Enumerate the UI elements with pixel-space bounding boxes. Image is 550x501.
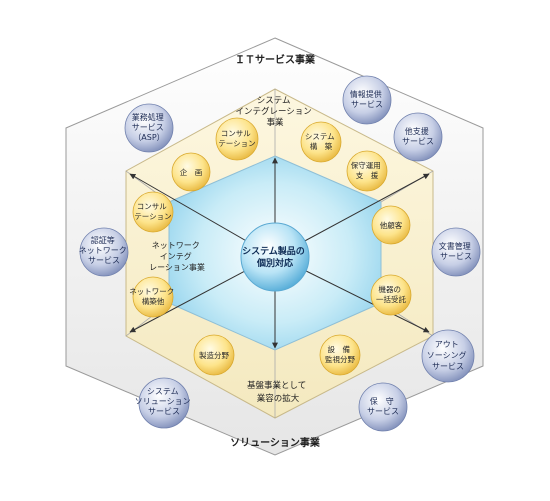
outer-circle-ninshou: 認証等 ネットワーク サービス xyxy=(79,227,130,277)
svg-text:ネットワーク 構築他: ネットワーク 構築他 xyxy=(129,287,176,306)
svg-text:機器の 一括受託: 機器の 一括受託 xyxy=(376,284,406,304)
inner-circle-consultation-left: コンサル テーション xyxy=(132,191,174,233)
svg-text:アウト ソーシング サービス: アウト ソーシング サービス xyxy=(427,340,469,371)
outer-circle-system-solution: システム ソリューション サービス xyxy=(135,377,193,429)
arrow-lower-left xyxy=(129,261,263,333)
svg-text:保守運用 支 援: 保守運用 支 援 xyxy=(351,160,383,180)
outer-circle-hoshu: 保 守 サービス xyxy=(358,382,408,432)
inner-circle-consultation-top: コンサル テーション xyxy=(215,117,259,161)
inner-circle-hoshu-unyou: 保守運用 支 援 xyxy=(346,150,388,192)
inner-circle-kiki-ikkatsu: 機器の 一括受託 xyxy=(370,274,412,316)
svg-text:システム ソリューション サ: システム ソリューション サービス xyxy=(135,387,193,416)
left-inner-label: ネットワーク インテグ レーション事業 xyxy=(149,241,205,272)
svg-text:業務処理 サービス （ASP: 業務処理 サービス （ASP） xyxy=(132,112,167,142)
outer-circle-bunsho: 文書管理 サービス xyxy=(431,227,481,277)
svg-text:情報提供 サービス: 情報提供 サービス xyxy=(350,89,385,109)
svg-text:他支援 サービス: 他支援 サービス xyxy=(402,126,434,146)
inner-circle-seizou: 製造分野 xyxy=(193,334,235,376)
inner-circle-setsubi: 設 備 監視分野 xyxy=(319,334,361,376)
outer-circle-outsourcing: アウト ソーシング サービス xyxy=(421,329,475,383)
outer-circle-tashien: 他支援 サービス xyxy=(393,112,443,162)
svg-text:製造分野: 製造分野 xyxy=(199,350,229,360)
arrow-lower-right xyxy=(287,261,430,333)
inner-circle-network-kouchiku: ネットワーク 構築他 xyxy=(129,276,176,318)
svg-text:コンサル テーション: コンサル テーション xyxy=(134,202,171,221)
svg-text:保 守 サービス: 保 守 サービス xyxy=(367,396,399,416)
svg-text:コンサル テーション: コンサル テーション xyxy=(218,129,255,148)
svg-text:認証等 ネットワーク サービ: 認証等 ネットワーク サービス xyxy=(79,235,130,265)
inner-circle-system-kouchiku: システム 構 築 xyxy=(300,121,342,163)
svg-text:設 備 監視分野: 設 備 監視分野 xyxy=(325,344,355,364)
center-circle xyxy=(240,222,310,292)
center-label: システム製品の 個別対応 xyxy=(242,245,308,269)
arrow-upper-left xyxy=(129,173,263,251)
upper-inner-label: システム インテグレーション 事業 xyxy=(235,96,314,128)
bottom-inner-label: 基盤事業として 業容の拡大 xyxy=(247,380,309,404)
arrow-upper-right xyxy=(287,173,430,251)
top-section-label: ＩＴサービス事業 xyxy=(235,53,316,66)
svg-text:他顧客: 他顧客 xyxy=(380,220,403,230)
outer-circle-jouhou: 情報提供 サービス xyxy=(342,75,392,125)
svg-text:システム 構 築: システム 構 築 xyxy=(305,132,337,151)
svg-text:企 画: 企 画 xyxy=(180,167,203,177)
svg-text:文書管理 サービス: 文書管理 サービス xyxy=(439,241,474,261)
inner-circle-kikaku: 企 画 xyxy=(171,152,211,192)
inner-circle-takokyaku: 他顧客 xyxy=(371,205,411,245)
bottom-section-label: ソリューション事業 xyxy=(230,436,321,449)
outer-circle-asp: 業務処理 サービス （ASP） xyxy=(124,103,174,153)
